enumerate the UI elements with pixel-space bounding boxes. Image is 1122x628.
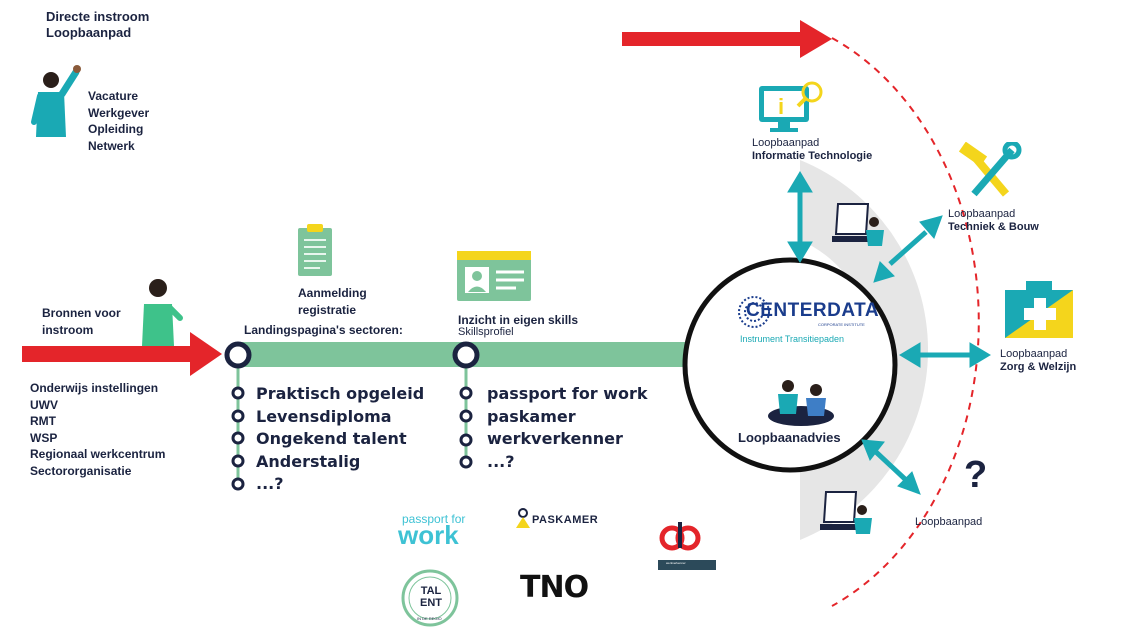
path-techniek-line1: Loopbaanpad xyxy=(948,208,1016,220)
landing-station-node xyxy=(224,341,252,369)
werkverkenner-logo-sub: werkverkenner xyxy=(666,561,686,565)
skills-item-paskamer: paskamer xyxy=(487,406,576,426)
landing-item-ongekend-talent: Ongekend talent xyxy=(256,429,407,448)
central-circle xyxy=(682,257,898,473)
path-zorg-line2: Zorg & Welzijn xyxy=(1000,361,1077,373)
sources-title-line1: Bronnen voor xyxy=(42,306,121,320)
skills-item-more: ...? xyxy=(487,451,515,471)
source-item-sectororganisatie: Sectororganisatie xyxy=(30,463,132,478)
registration-label: Aanmelding registratie xyxy=(298,285,367,318)
double-arrow-zorg xyxy=(899,342,991,368)
path-zorg-line1: Loopbaanpad xyxy=(1000,348,1068,360)
path-it-label: Loopbaanpad Informatie Technologie xyxy=(752,137,872,163)
skills-station-node xyxy=(452,341,480,369)
path-techniek-label: Loopbaanpad Techniek & Bouw xyxy=(948,208,1039,234)
double-arrow-loopbaanpad xyxy=(861,439,921,495)
advice-meeting-icon xyxy=(768,380,834,426)
direct-item-netwerk: Netwerk xyxy=(88,138,135,153)
skills-list-nodes xyxy=(459,386,473,469)
svg-text:i: i xyxy=(778,94,784,119)
tno-logo: TNO xyxy=(520,570,589,605)
sources-title: Bronnen voor instroom xyxy=(42,305,121,338)
source-item-rmt: RMT xyxy=(30,414,56,428)
centerdata-logo-text: CENTERDATA xyxy=(746,300,880,321)
landing-pages-list: Praktisch opgeleid Levensdiploma Ongeken… xyxy=(256,383,424,496)
direct-inflow-arrow xyxy=(622,20,832,58)
landing-item-anderstalig: Anderstalig xyxy=(256,451,361,471)
talent-in-de-regio-logo-icon xyxy=(401,569,459,627)
registration-line2: registratie xyxy=(298,302,357,317)
question-mark-icon: ? xyxy=(964,454,988,496)
path-unknown-label: Loopbaanpad xyxy=(915,516,982,529)
landing-item-levensdiploma: Levensdiploma xyxy=(256,406,392,426)
passport-for-work-logo-line1: passport for xyxy=(402,512,466,526)
landing-item-more: ...? xyxy=(256,474,284,493)
sources-title-line2: instroom xyxy=(42,322,94,337)
paskamer-logo-text: PASKAMER xyxy=(532,514,599,526)
paskamer-hanger-icon xyxy=(516,508,530,528)
direct-inflow-list: Vacature Werkgever Opleiding Netwerk xyxy=(88,88,149,154)
direct-item-opleiding: Opleiding xyxy=(88,122,144,136)
skills-title: Inzicht in eigen skills xyxy=(458,313,579,327)
direct-inflow-title-line1: Directe instroom xyxy=(46,9,150,24)
path-techniek-line2: Techniek & Bouw xyxy=(948,221,1039,233)
skills-item-werkverkenner: werkverkenner xyxy=(487,429,623,448)
direct-item-vacature: Vacature xyxy=(88,89,139,103)
landing-item-praktisch: Praktisch opgeleid xyxy=(256,384,425,403)
direct-inflow-title-line2: Loopbaanpad xyxy=(46,25,132,40)
direct-inflow-title: Directe instroom Loopbaanpad xyxy=(46,9,149,41)
landing-pages-title: Landingspagina's sectoren: xyxy=(244,323,403,337)
first-aid-kit-icon xyxy=(1005,281,1073,338)
path-it-line2: Informatie Technologie xyxy=(752,150,873,162)
id-card-icon xyxy=(457,251,531,301)
source-item-uwv: UWV xyxy=(30,397,58,412)
sources-list: Onderwijs instellingen UWV RMT WSP Regio… xyxy=(30,380,165,479)
talent-logo-text: TAL ENT xyxy=(420,585,442,609)
sources-inflow-arrow xyxy=(22,332,222,376)
online-coaching-icon xyxy=(832,203,884,246)
waving-person-icon xyxy=(31,65,81,137)
source-item-wsp: WSP xyxy=(30,430,58,445)
direct-item-werkgever: Werkgever xyxy=(88,105,150,120)
online-coaching-2-icon xyxy=(820,491,872,534)
double-arrow-it xyxy=(787,171,813,263)
skills-item-passport: passport for work xyxy=(487,384,648,403)
monitor-info-icon: i xyxy=(759,81,823,132)
registration-line1: Aanmelding xyxy=(298,286,367,300)
path-unknown-line1: Loopbaanpad xyxy=(915,516,983,528)
hammer-wrench-icon xyxy=(958,142,1022,197)
path-zorg-label: Loopbaanpad Zorg & Welzijn xyxy=(1000,348,1076,374)
landing-list-nodes xyxy=(231,386,245,491)
skills-subtitle: Skillsprofiel xyxy=(458,326,514,338)
double-arrow-techniek xyxy=(873,215,943,283)
clipboard-icon xyxy=(298,224,332,276)
career-advice-label: Loopbaanadvies xyxy=(738,430,841,445)
career-loop-dashed-arc xyxy=(831,37,980,607)
source-item-werkcentrum: Regionaal werkcentrum xyxy=(30,447,166,461)
talent-logo-ring-text: IN DE REGIO xyxy=(417,616,442,621)
center-subtitle: Instrument Transitiepaden xyxy=(740,334,845,344)
path-it-line1: Loopbaanpad xyxy=(752,137,820,149)
centerdata-logo-icon xyxy=(738,296,770,328)
centerdata-logo-sub: CORPORATE INSTITUTE xyxy=(818,322,865,327)
source-item-onderwijs: Onderwijs instellingen xyxy=(30,381,159,395)
passport-for-work-logo-line2: work xyxy=(398,520,459,550)
counselor-person-icon xyxy=(142,279,183,346)
skills-list: passport for work paskamer werkverkenner… xyxy=(487,383,648,473)
werkverkenner-logo-icon xyxy=(658,522,716,570)
